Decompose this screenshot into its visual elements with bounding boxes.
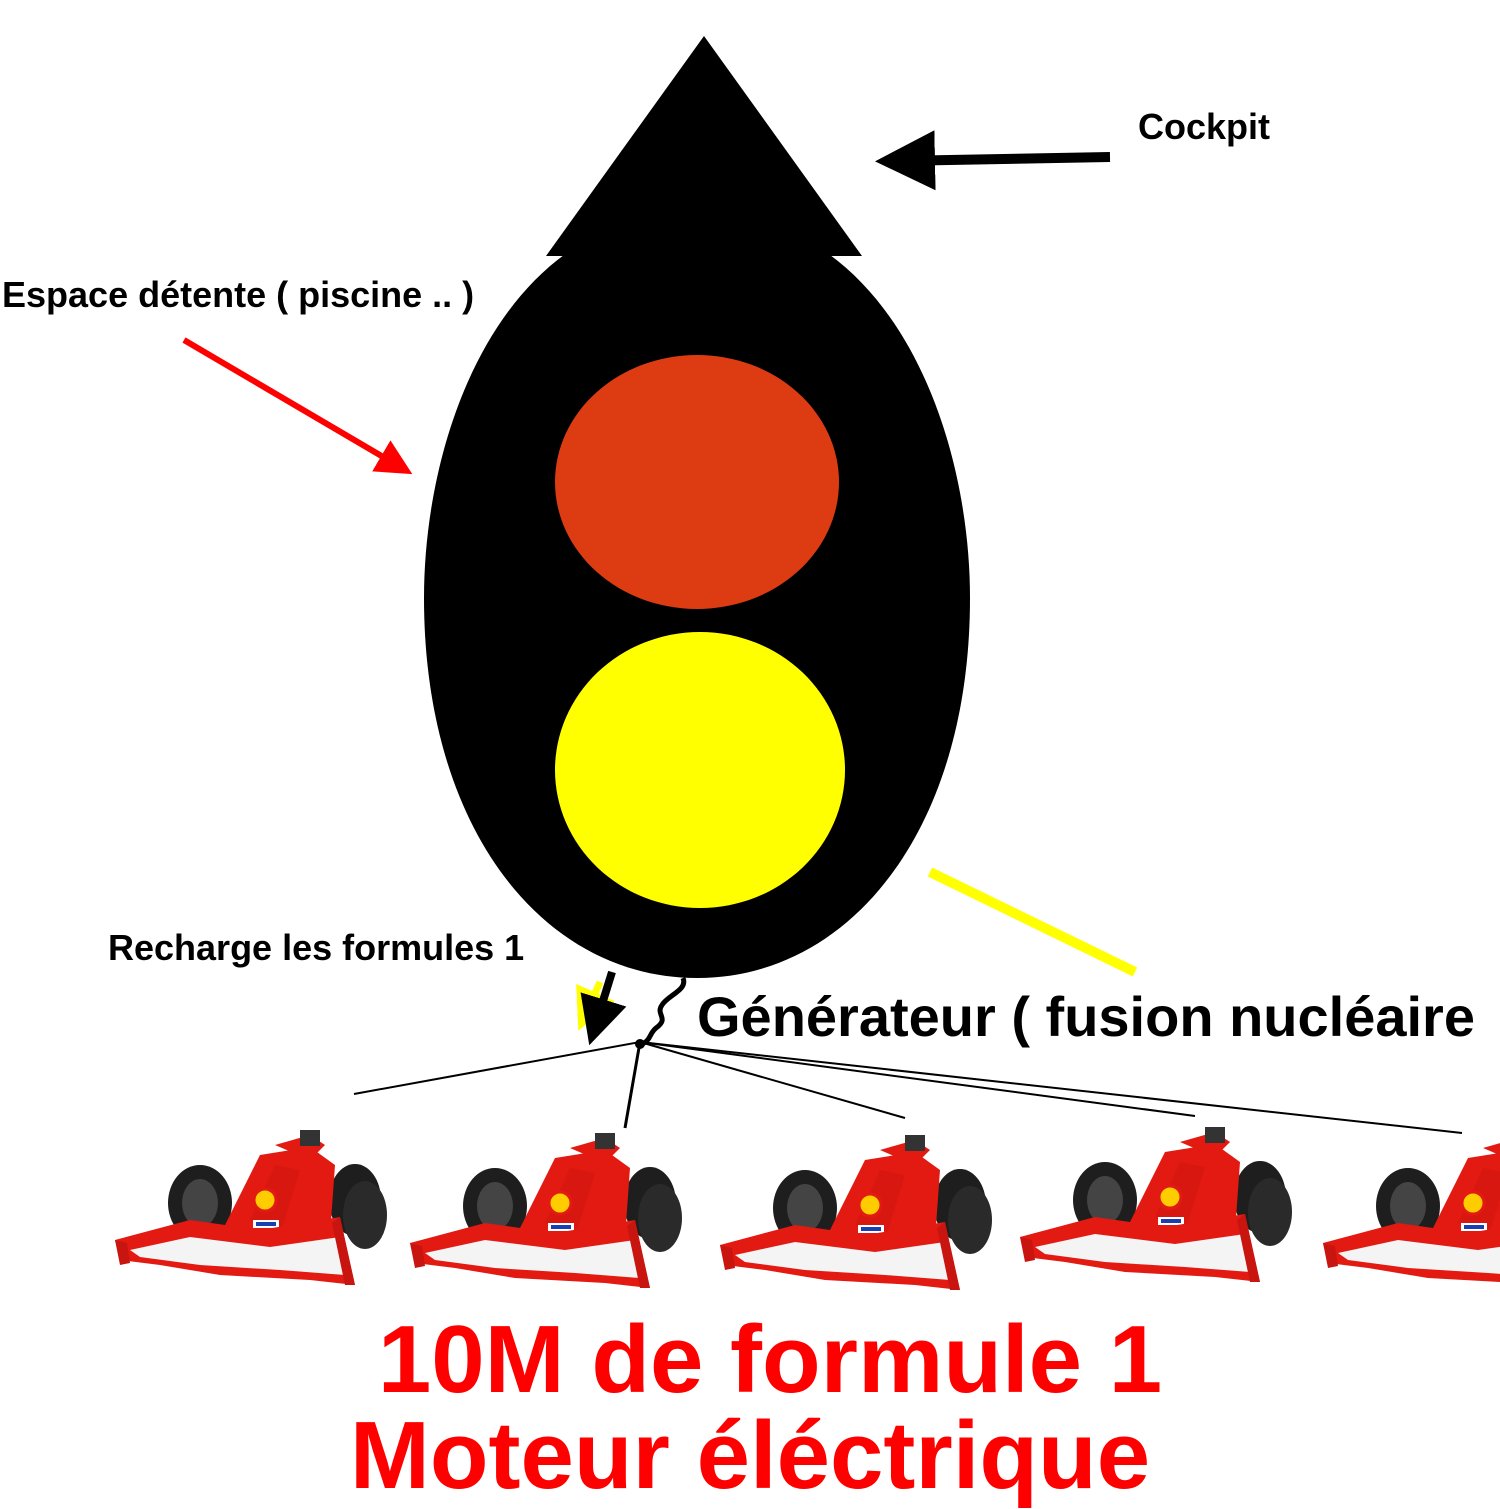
f1-car xyxy=(718,1133,994,1292)
recharge-arrow-black xyxy=(580,970,627,1046)
wire-2 xyxy=(623,1041,642,1129)
cockpit-label: Cockpit xyxy=(1138,106,1271,147)
f1-car xyxy=(1018,1125,1294,1284)
wire-1 xyxy=(353,1041,641,1095)
generateur-label: Générateur ( fusion nucléaire xyxy=(697,985,1475,1048)
espace-detente-label: Espace détente ( piscine .. ) xyxy=(2,274,475,315)
power-cable xyxy=(638,977,687,1048)
wire-4 xyxy=(639,1041,1196,1117)
title-line-2: Moteur éléctrique xyxy=(349,1402,1151,1509)
cockpit-arrow xyxy=(875,130,1111,191)
generator-pointer xyxy=(927,867,1138,977)
wire-5 xyxy=(639,1041,1463,1134)
generator-circle xyxy=(555,632,845,908)
f1-car xyxy=(408,1131,684,1290)
wires xyxy=(353,1041,1463,1134)
wire-3 xyxy=(639,1041,906,1119)
f1-car xyxy=(113,1128,389,1287)
recharge-label: Recharge les formules 1 xyxy=(108,927,525,968)
f1-car xyxy=(1321,1131,1500,1290)
title-line-1: 10M de formule 1 xyxy=(377,1306,1163,1413)
espace-arrow xyxy=(182,337,413,475)
cockpit-triangle xyxy=(546,36,862,256)
pool-circle xyxy=(555,355,839,609)
